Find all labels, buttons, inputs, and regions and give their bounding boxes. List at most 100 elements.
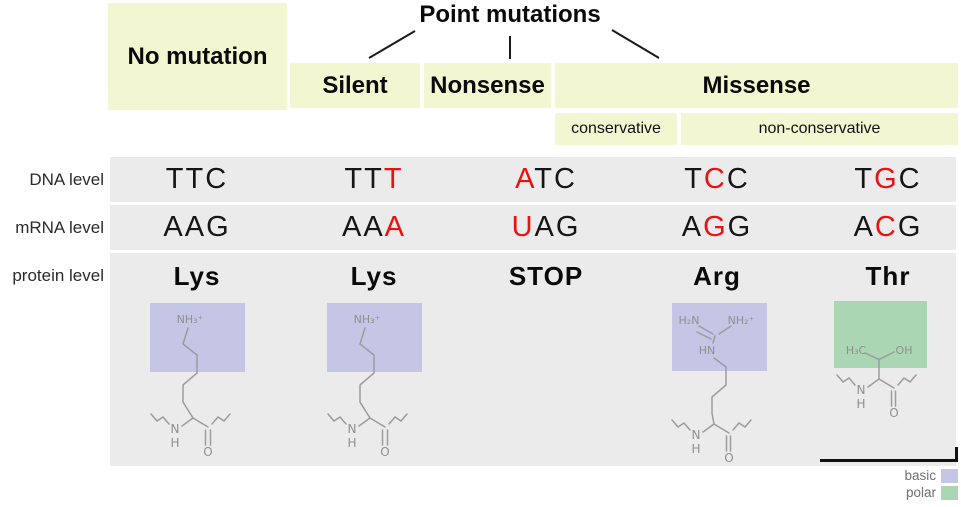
wavy-bond-left: [836, 374, 856, 386]
nonsense-dna-value: ATC: [515, 157, 577, 202]
legend-row-basic: basic: [904, 469, 958, 483]
cropped-border-line-horizontal: [820, 459, 958, 462]
dna-level-label: DNA level: [29, 170, 104, 189]
header-non-conservative: non-conservative: [681, 113, 958, 145]
legend-basic-label: basic: [904, 468, 936, 483]
methyl-label: H₃C: [846, 344, 867, 357]
cropped-border-line-vertical: [955, 447, 958, 462]
base-letter: T: [344, 163, 365, 195]
base-letter: C: [874, 211, 898, 243]
header-missense: Missense: [555, 63, 958, 108]
imino-label: HN: [699, 344, 716, 357]
header-silent: Silent: [290, 63, 420, 108]
base-letter: A: [341, 211, 364, 243]
side-chain-bonds: [182, 327, 198, 419]
missense-conservative-protein-value: Arg: [693, 261, 741, 291]
base-letter: T: [684, 163, 704, 195]
nonsense-label: Nonsense: [430, 71, 545, 99]
base-letter: T: [383, 163, 404, 195]
backbone-h-label: H: [856, 397, 865, 411]
missense-conservative-dna-value: TCC: [684, 157, 750, 202]
polar-highlight-box: [834, 301, 927, 368]
lysine-structure-silent: NH₃⁺ N H O: [327, 303, 422, 459]
dna-row-band: [110, 157, 956, 202]
base-letter: T: [534, 163, 554, 195]
backbone-h-label: H: [170, 436, 179, 450]
missense-non-conservative-mrna-value: ACG: [854, 205, 923, 250]
silent-dna-value: TTT: [344, 157, 403, 202]
wavy-bond-right: [211, 413, 231, 425]
wavy-bond-left: [150, 413, 170, 425]
amine-group-label: NH₃⁺: [177, 313, 204, 326]
base-letter: T: [165, 163, 186, 195]
backbone-n-label: N: [692, 428, 701, 442]
base-letter: T: [364, 163, 384, 195]
wavy-bond-right: [897, 374, 917, 386]
header-conservative: conservative: [555, 113, 677, 145]
base-letter: G: [555, 211, 581, 243]
nonsense-mrna-value: UAG: [512, 205, 581, 250]
diagram-title: Point mutations: [419, 1, 601, 28]
carbonyl-o-label: O: [889, 406, 898, 420]
no-mutation-protein-value: Lys: [173, 261, 221, 291]
backbone-h-label: H: [691, 442, 700, 456]
wavy-bond-right: [732, 419, 752, 431]
basic-highlight-box: [672, 303, 767, 371]
side-chain-bonds: [711, 366, 727, 425]
base-letter: A: [534, 211, 556, 243]
base-letter: A: [515, 163, 535, 195]
legend-polar-swatch: [941, 486, 958, 500]
backbone-n-label: N: [857, 383, 866, 397]
threonine-structure-non-conservative: H₃C OH N H O: [834, 301, 927, 420]
nonsense-protein-value: STOP: [508, 261, 584, 291]
base-letter: A: [384, 211, 407, 243]
backbone-n-label: N: [348, 422, 357, 436]
backbone-h-label: H: [347, 436, 356, 450]
protein-level-label: protein level: [12, 266, 104, 285]
base-letter: A: [681, 211, 704, 243]
left-amine-label: H₂N: [679, 314, 700, 327]
missense-label: Missense: [702, 71, 811, 99]
missense-conservative-mrna-value: AGG: [682, 205, 752, 250]
base-letter: C: [898, 163, 922, 195]
wavy-bond-right: [388, 413, 408, 425]
base-letter: G: [727, 211, 753, 243]
side-chain-bonds: [359, 327, 375, 419]
backbone-n-label: N: [171, 422, 180, 436]
missense-non-conservative-protein-value: Thr: [865, 261, 911, 291]
protein-row-band: [110, 253, 956, 466]
base-letter: C: [205, 163, 229, 195]
arginine-structure-conservative: H₂N NH₂⁺ HN N H O: [671, 303, 767, 465]
hydroxyl-label: OH: [896, 344, 913, 357]
legend-row-polar: polar: [906, 486, 958, 500]
no-mutation-label: No mutation: [127, 42, 268, 70]
base-letter: G: [703, 211, 728, 243]
connector-silent: [368, 30, 416, 59]
base-letter: G: [874, 163, 899, 195]
mrna-row-band: [110, 205, 956, 250]
silent-label: Silent: [322, 71, 388, 99]
carbonyl-o-label: O: [724, 451, 733, 465]
non-conservative-label: non-conservative: [758, 120, 881, 137]
base-letter: G: [206, 211, 231, 243]
base-letter: A: [163, 211, 185, 243]
base-letter: A: [363, 211, 385, 243]
legend-polar-label: polar: [905, 485, 936, 500]
amine-group-label: NH₃⁺: [354, 313, 381, 326]
base-letter: G: [897, 211, 923, 243]
no-mutation-mrna-value: AAG: [163, 205, 230, 250]
wavy-bond-left: [671, 419, 691, 431]
mrna-level-label: mRNA level: [15, 218, 104, 237]
carbonyl-o-label: O: [380, 445, 389, 459]
highlight-legend: basic polar: [904, 469, 958, 500]
connector-missense: [611, 29, 660, 59]
header-nonsense: Nonsense: [424, 63, 551, 108]
no-mutation-dna-value: TTC: [166, 157, 228, 202]
base-letter: T: [854, 163, 875, 195]
base-letter: T: [185, 163, 206, 195]
base-letter: C: [703, 163, 727, 195]
base-letter: A: [184, 211, 207, 243]
missense-non-conservative-dna-value: TGC: [854, 157, 921, 202]
base-letter: C: [553, 163, 577, 195]
